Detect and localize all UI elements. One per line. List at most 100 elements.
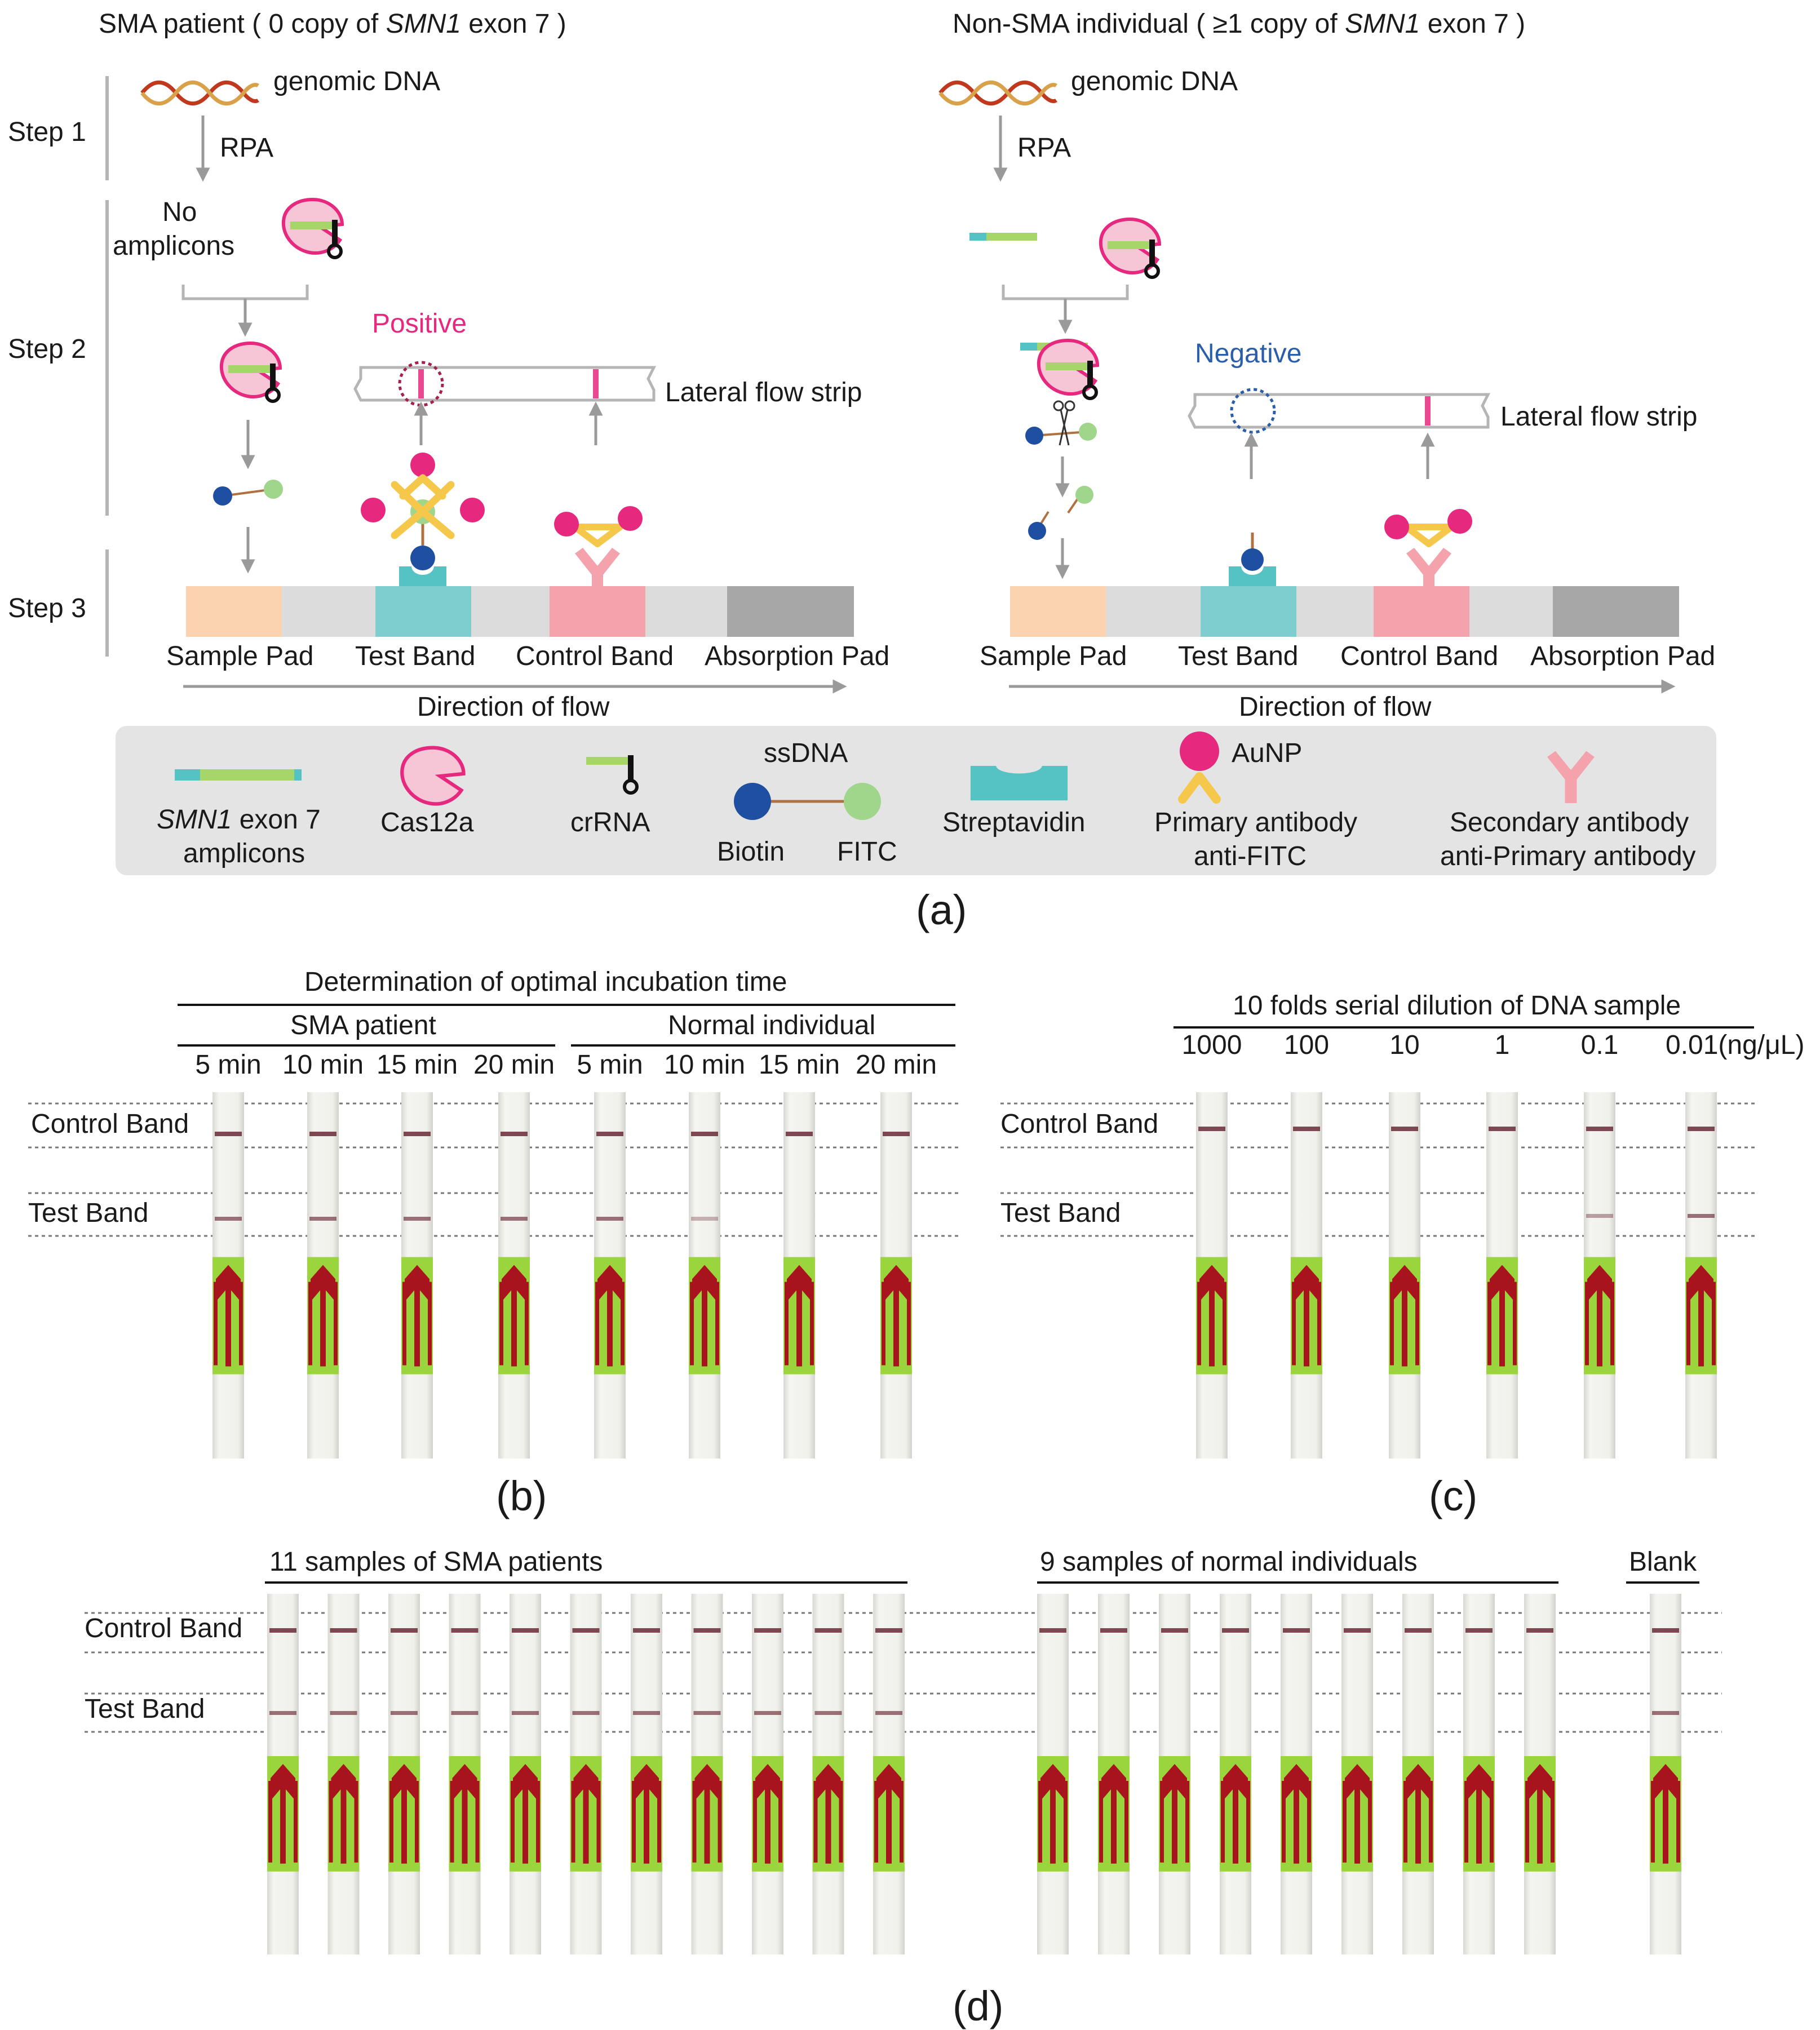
strip-arrow-mark	[573, 1764, 599, 1864]
legend-primary-label-1: Primary antibody	[1154, 808, 1357, 837]
control-band-line	[633, 1628, 660, 1633]
control-band-line	[1465, 1628, 1493, 1633]
left-title: SMA patient ( 0 copy of SMN1 exon 7 )	[99, 9, 566, 39]
strip-arrow-mark	[331, 1764, 356, 1864]
control-band-line	[330, 1628, 357, 1633]
strip-arrow-mark	[452, 1764, 477, 1864]
strip-arrow-mark	[1467, 1764, 1491, 1864]
panel-b-strips	[212, 1092, 912, 1459]
control-band-line	[1293, 1127, 1320, 1131]
test-band-line	[451, 1711, 479, 1715]
time-label: 5 min	[195, 1050, 261, 1080]
control-band-line	[596, 1132, 623, 1136]
legend-amplicons-label-2: amplicons	[183, 839, 305, 868]
test-band-line	[269, 1711, 296, 1715]
panel-d-control-band-label: Control Band	[85, 1614, 242, 1643]
test-band-line	[391, 1711, 418, 1715]
strip-arrow-mark	[216, 1265, 241, 1367]
control-band-line	[309, 1132, 336, 1136]
strip-arrow-mark	[694, 1764, 720, 1864]
panel-b: Determination of optimal incubation time…	[28, 967, 958, 1519]
strip-arrow-mark	[1199, 1265, 1224, 1367]
test-strip	[498, 1092, 530, 1459]
control-band-line	[1688, 1127, 1715, 1131]
panel-d-test-band-label: Test Band	[85, 1694, 205, 1724]
strip-arrow-mark	[1284, 1764, 1309, 1864]
test-strip	[1037, 1594, 1069, 1954]
no-amplicons-label-1: No	[162, 197, 197, 227]
panel-b-title: Determination of optimal incubation time	[304, 967, 787, 997]
strip-arrow-mark	[392, 1764, 417, 1864]
strip-arrow-mark	[1040, 1764, 1065, 1864]
right-title: Non-SMA individual ( ≥1 copy of SMN1 exo…	[953, 9, 1525, 39]
strip-arrow-mark	[1527, 1764, 1552, 1864]
test-strip	[1291, 1092, 1322, 1459]
genomic-dna-label: genomic DNA	[273, 67, 440, 96]
control-band-line	[1198, 1127, 1225, 1131]
amplicon-icon	[969, 233, 1037, 241]
strip-arrow-mark	[816, 1764, 841, 1864]
pad-label-sample: Sample Pad	[166, 641, 314, 671]
combine-bracket	[1002, 285, 1129, 300]
panel-c: 10 folds serial dilution of DNA sample 1…	[1000, 991, 1804, 1519]
direction-label-left: Direction of flow	[417, 692, 610, 722]
panel-c-control-band-label: Control Band	[1000, 1109, 1158, 1139]
control-band-line	[391, 1628, 418, 1633]
panel-b-test-band-label: Test Band	[28, 1198, 148, 1228]
control-band-line	[1489, 1127, 1516, 1131]
test-strip	[1341, 1594, 1373, 1954]
concentration-label: 0.1	[1581, 1030, 1619, 1060]
control-band-line	[786, 1132, 813, 1136]
legend: SMN1 exon 7 amplicons Cas12a crRNA ssDNA…	[116, 726, 1716, 875]
test-strip	[449, 1594, 481, 1954]
legend-biotin-label: Biotin	[717, 837, 785, 867]
test-band-line	[1586, 1214, 1613, 1218]
legend-primary-antibody-icon	[1178, 732, 1221, 804]
test-band-biotin	[1241, 533, 1264, 571]
control-band-line	[814, 1628, 842, 1633]
test-strip	[1486, 1092, 1518, 1459]
legend-streptavidin-label: Streptavidin	[942, 808, 1085, 837]
strip-arrow-mark	[1223, 1764, 1248, 1864]
test-strip	[327, 1594, 360, 1954]
test-strip	[631, 1594, 662, 1954]
rpa-label: RPA	[220, 133, 273, 163]
test-strip	[873, 1594, 905, 1954]
strip-arrow-mark	[692, 1265, 717, 1367]
test-strip	[1281, 1594, 1312, 1954]
strip-arrow-mark	[1406, 1764, 1431, 1864]
pad-label-control: Control Band	[516, 641, 674, 671]
concentration-label: 1000	[1182, 1030, 1242, 1060]
strip-bar-right	[1010, 586, 1679, 637]
strip-arrow-mark	[1392, 1265, 1417, 1367]
strip-arrow-mark	[513, 1764, 538, 1864]
panel-c-title: 10 folds serial dilution of DNA sample	[1233, 991, 1681, 1021]
test-strip	[1463, 1594, 1495, 1954]
control-band-line	[754, 1628, 781, 1633]
dna-helix-icon	[140, 80, 259, 106]
control-band-line	[875, 1628, 902, 1633]
legend-secondary-label-1: Secondary antibody	[1450, 808, 1689, 837]
ssdna-cleaved-icon	[1028, 486, 1093, 540]
control-band-line	[1100, 1628, 1127, 1633]
test-strip	[212, 1092, 244, 1459]
control-band-line	[693, 1628, 721, 1633]
control-band-line	[1391, 1127, 1418, 1131]
control-band-line	[1652, 1628, 1679, 1633]
concentration-label: 0.01(ng/μL)	[1666, 1030, 1804, 1060]
genomic-dna-label: genomic DNA	[1071, 67, 1238, 96]
pad-label-absorption: Absorption Pad	[705, 641, 889, 671]
legend-primary-label-2: anti-FITC	[1194, 841, 1307, 871]
test-strip	[1402, 1594, 1434, 1954]
time-label: 5 min	[577, 1050, 643, 1080]
lateral-flow-strip-right	[1188, 388, 1491, 434]
strip-arrow-mark	[1490, 1265, 1515, 1367]
panel-d-strips	[267, 1594, 1681, 1954]
control-band-line	[1039, 1628, 1066, 1633]
test-strip	[1159, 1594, 1190, 1954]
strip-arrow-mark	[1587, 1265, 1612, 1367]
strip-arrow-mark	[787, 1265, 812, 1367]
control-band-line	[1405, 1628, 1432, 1633]
